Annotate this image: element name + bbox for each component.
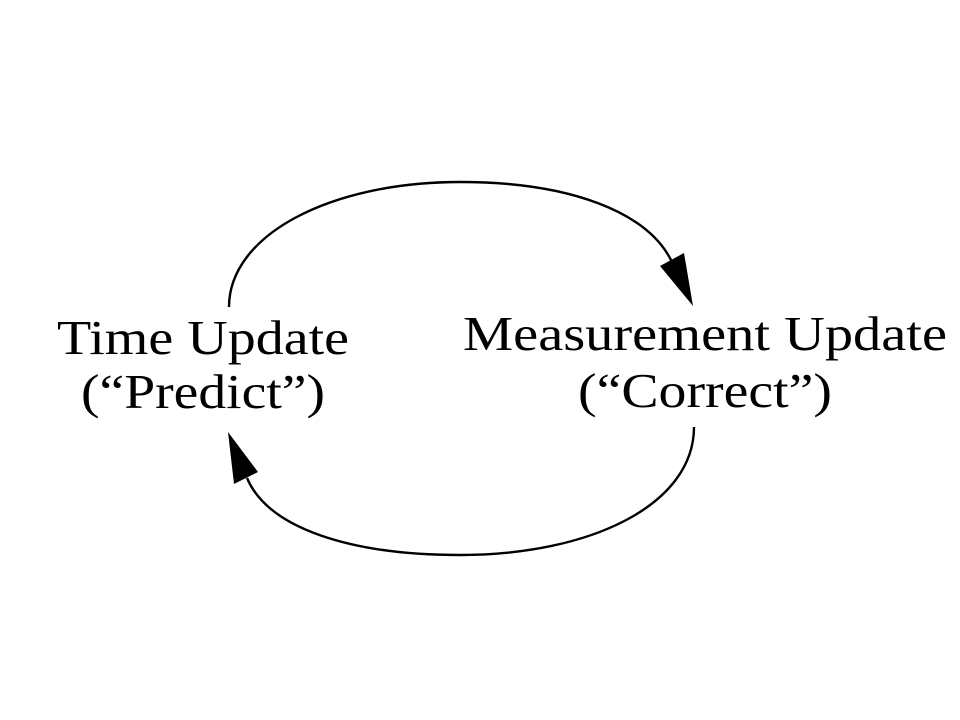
- time-update-title: Time Update: [57, 310, 349, 365]
- bottom-arrowhead-icon: [228, 432, 258, 484]
- edge-measurement-to-time: [228, 426, 696, 557]
- top-arrowhead-icon: [660, 253, 693, 306]
- node-measurement-update: Measurement Update (“Correct”): [463, 306, 947, 418]
- time-update-subtitle: (“Predict”): [81, 364, 325, 419]
- bottom-arc: [245, 426, 696, 557]
- top-arc: [227, 180, 674, 308]
- node-time-update: Time Update (“Predict”): [57, 310, 349, 419]
- edge-time-to-measurement: [227, 180, 693, 308]
- measurement-update-subtitle: (“Correct”): [578, 363, 832, 418]
- measurement-update-title: Measurement Update: [463, 306, 947, 361]
